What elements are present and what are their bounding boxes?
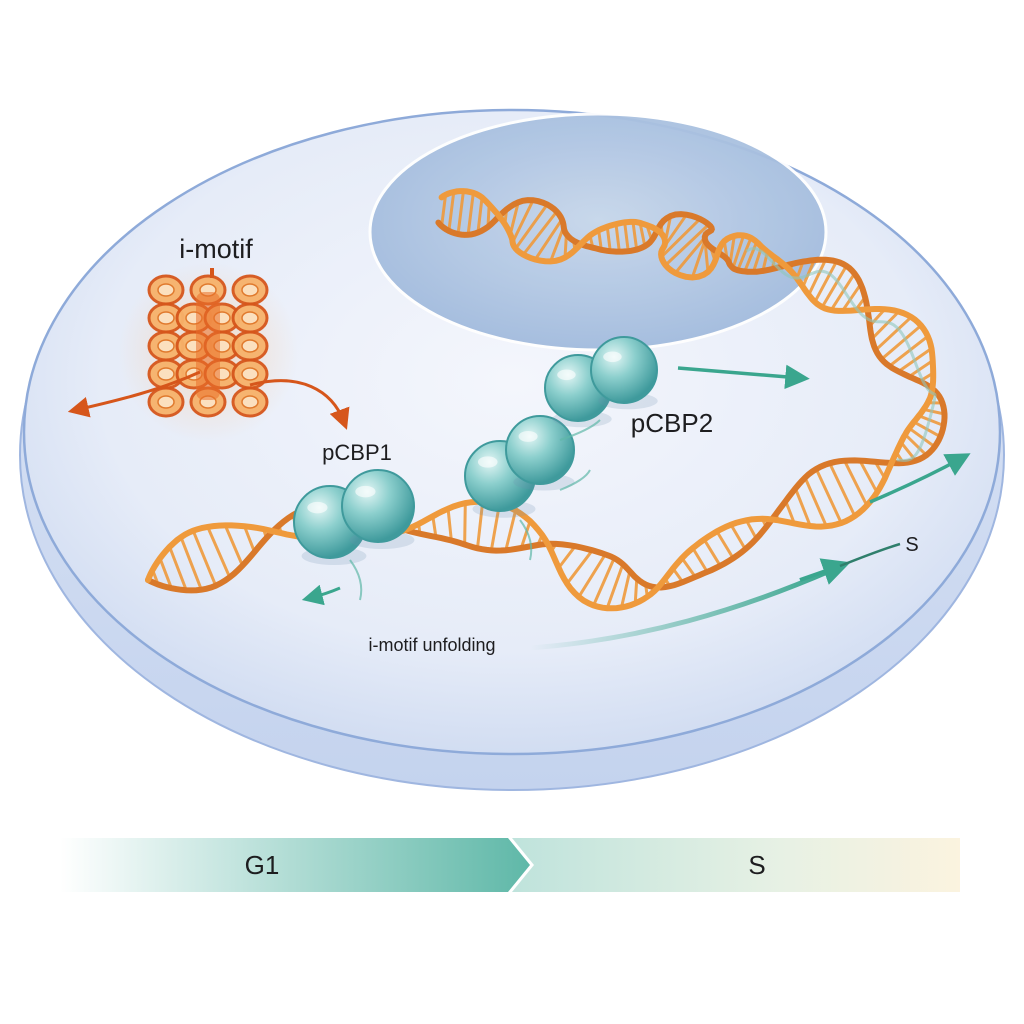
- timeline-s-label: S: [748, 850, 765, 880]
- proteins: [293, 336, 658, 601]
- timeline-s-segment: [512, 838, 960, 892]
- teal-arrow-s: [839, 542, 901, 568]
- cell-cycle-timeline: G1 S: [60, 838, 960, 892]
- teal-arrow-left: [301, 584, 341, 606]
- teal-arrow-bottom-head: [799, 558, 851, 585]
- teal-arrow-bottom: [529, 567, 833, 651]
- label-i-motif: i-motif: [179, 234, 253, 264]
- label-s-small: S: [905, 534, 918, 556]
- timeline-g1-segment: [60, 838, 530, 892]
- teal-arrow-right: [869, 453, 971, 504]
- teal-arrow-top: [677, 364, 810, 390]
- orange-arrow-right: [249, 379, 350, 430]
- label-i-motif-unfolding: i-motif unfolding: [368, 635, 495, 655]
- i-motif-structure: [118, 262, 298, 442]
- label-pcbp2: pCBP2: [631, 408, 713, 438]
- orange-arrow-left: [67, 370, 201, 418]
- label-pcbp1: pCBP1: [322, 440, 392, 465]
- timeline-g1-label: G1: [245, 850, 280, 880]
